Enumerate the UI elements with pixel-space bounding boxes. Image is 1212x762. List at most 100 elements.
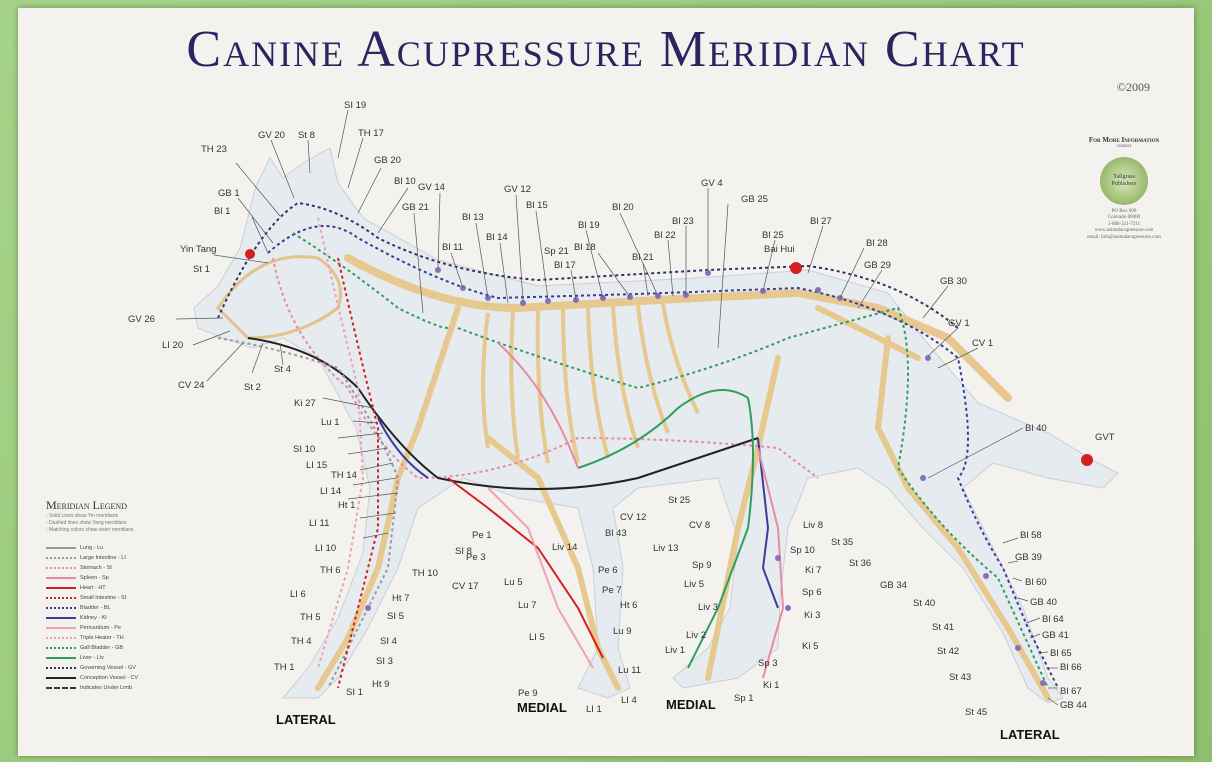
point-label: Bl 43 <box>605 528 627 539</box>
legend-item: Pericardium - Pe <box>46 623 236 633</box>
point-label: Bl 23 <box>672 216 694 227</box>
legend-item: Heart - HT <box>46 583 236 593</box>
legend-item: Kidney - Ki <box>46 613 236 623</box>
legend-swatch <box>46 547 76 549</box>
legend-swatch <box>46 627 76 629</box>
point-label: Bl 28 <box>866 238 888 249</box>
point-label: Sp 21 <box>544 246 569 257</box>
point-label: Liv 3 <box>698 602 718 613</box>
poster: Canine Acupressure Meridian Chart ©2009 … <box>18 8 1194 756</box>
legend-swatch <box>46 557 76 559</box>
point-label: LI 4 <box>621 695 637 706</box>
point-label: Bl 20 <box>612 202 634 213</box>
point-label: Ht 6 <box>620 600 637 611</box>
point-label: Lu 7 <box>518 600 537 611</box>
legend-note: - Matching colors show sister meridians <box>46 527 236 534</box>
point-label: Bl 25 <box>762 230 784 241</box>
legend-item: Large Intestine - LI <box>46 553 236 563</box>
legend-swatch <box>46 657 76 659</box>
point-label: Pe 9 <box>518 688 538 699</box>
point-label: TH 23 <box>201 144 227 155</box>
point-label: TH 4 <box>291 636 312 647</box>
legend-item: Governing Vessel - GV <box>46 663 236 673</box>
point-label: Lu 9 <box>613 626 632 637</box>
point-label: CV 24 <box>178 380 204 391</box>
point-label: GB 21 <box>402 202 429 213</box>
point-label: Sp 9 <box>692 560 712 571</box>
point-label: Pe 6 <box>598 565 618 576</box>
point-label: GB 1 <box>218 188 240 199</box>
point-label: Lu 1 <box>321 417 340 428</box>
meridian-legend: Meridian Legend - Solid Lines show Yin m… <box>46 498 236 693</box>
point-label: GB 30 <box>940 276 967 287</box>
point-label: LI 20 <box>162 340 183 351</box>
point-label: Bl 22 <box>654 230 676 241</box>
point-label: GV 12 <box>504 184 531 195</box>
point-label: Liv 14 <box>552 542 577 553</box>
view-label-lateral-hind: LATERAL <box>1000 727 1060 742</box>
point-label: LI 10 <box>315 543 336 554</box>
point-label: Bl 60 <box>1025 577 1047 588</box>
point-label: TH 1 <box>274 662 295 673</box>
point-label: Bl 66 <box>1060 662 1082 673</box>
point-label: Bl 13 <box>462 212 484 223</box>
point-label: TH 10 <box>412 568 438 579</box>
point-label: GB 40 <box>1030 597 1057 608</box>
legend-swatch <box>46 647 76 649</box>
point-label: Ki 7 <box>805 565 821 576</box>
legend-item: Stomach - St <box>46 563 236 573</box>
point-label: Bl 10 <box>394 176 416 187</box>
point-label: CV 8 <box>689 520 710 531</box>
point-label: SI 10 <box>293 444 315 455</box>
legend-label: Liver - Liv <box>80 655 104 661</box>
view-label-lateral-front: LATERAL <box>276 712 336 727</box>
legend-swatch <box>46 677 76 679</box>
point-label: St 2 <box>244 382 261 393</box>
point-label: GB 44 <box>1060 700 1087 711</box>
legend-item: Conception Vessel - CV <box>46 673 236 683</box>
point-yin-tang <box>245 249 255 259</box>
legend-item: Lung - Lu <box>46 543 236 553</box>
point-label: GV 14 <box>418 182 445 193</box>
point-label: LI 1 <box>586 704 602 715</box>
point-label: Bl 21 <box>632 252 654 263</box>
point-label: Bl 64 <box>1042 614 1064 625</box>
view-label-medial-front: MEDIAL <box>517 700 567 715</box>
point-label: SI 19 <box>344 100 366 111</box>
point-label: Ki 5 <box>802 641 818 652</box>
legend-item: Liver - Liv <box>46 653 236 663</box>
point-label: Bl 17 <box>554 260 576 271</box>
point-label: Bl 1 <box>214 206 230 217</box>
point-label: St 45 <box>965 707 987 718</box>
point-label: Sp 10 <box>790 545 815 556</box>
point-label: Bl 65 <box>1050 648 1072 659</box>
point-label: LI 6 <box>290 589 306 600</box>
point-label: Liv 13 <box>653 543 678 554</box>
point-label: GB 34 <box>880 580 907 591</box>
legend-label: Governing Vessel - GV <box>80 665 136 671</box>
point-label: Bl 11 <box>442 242 463 253</box>
legend-swatch <box>46 617 76 619</box>
legend-label: Lung - Lu <box>80 545 103 551</box>
point-label: Lu 11 <box>618 665 641 676</box>
point-label: Bai Hui <box>764 244 795 255</box>
legend-label: Kidney - Ki <box>80 615 107 621</box>
point-label: Bl 18 <box>574 242 596 253</box>
point-label: Pe 7 <box>602 585 622 596</box>
point-label: SI 4 <box>380 636 397 647</box>
point-label: St 4 <box>274 364 291 375</box>
point-bai-hui <box>790 262 802 274</box>
point-label: Pe 1 <box>472 530 492 541</box>
view-label-medial-hind: MEDIAL <box>666 697 716 712</box>
legend-swatch <box>46 637 76 639</box>
point-label: TH 5 <box>300 612 321 623</box>
point-label: Ki 3 <box>804 610 820 621</box>
point-label: Lu 5 <box>504 577 523 588</box>
legend-label: Conception Vessel - CV <box>80 675 138 681</box>
point-label: SI 5 <box>387 611 404 622</box>
legend-title: Meridian Legend <box>46 498 236 513</box>
point-label: TH 14 <box>331 470 357 481</box>
point-label: GVT <box>1095 432 1115 443</box>
point-label: Ht 1 <box>338 500 355 511</box>
point-label: St 25 <box>668 495 690 506</box>
